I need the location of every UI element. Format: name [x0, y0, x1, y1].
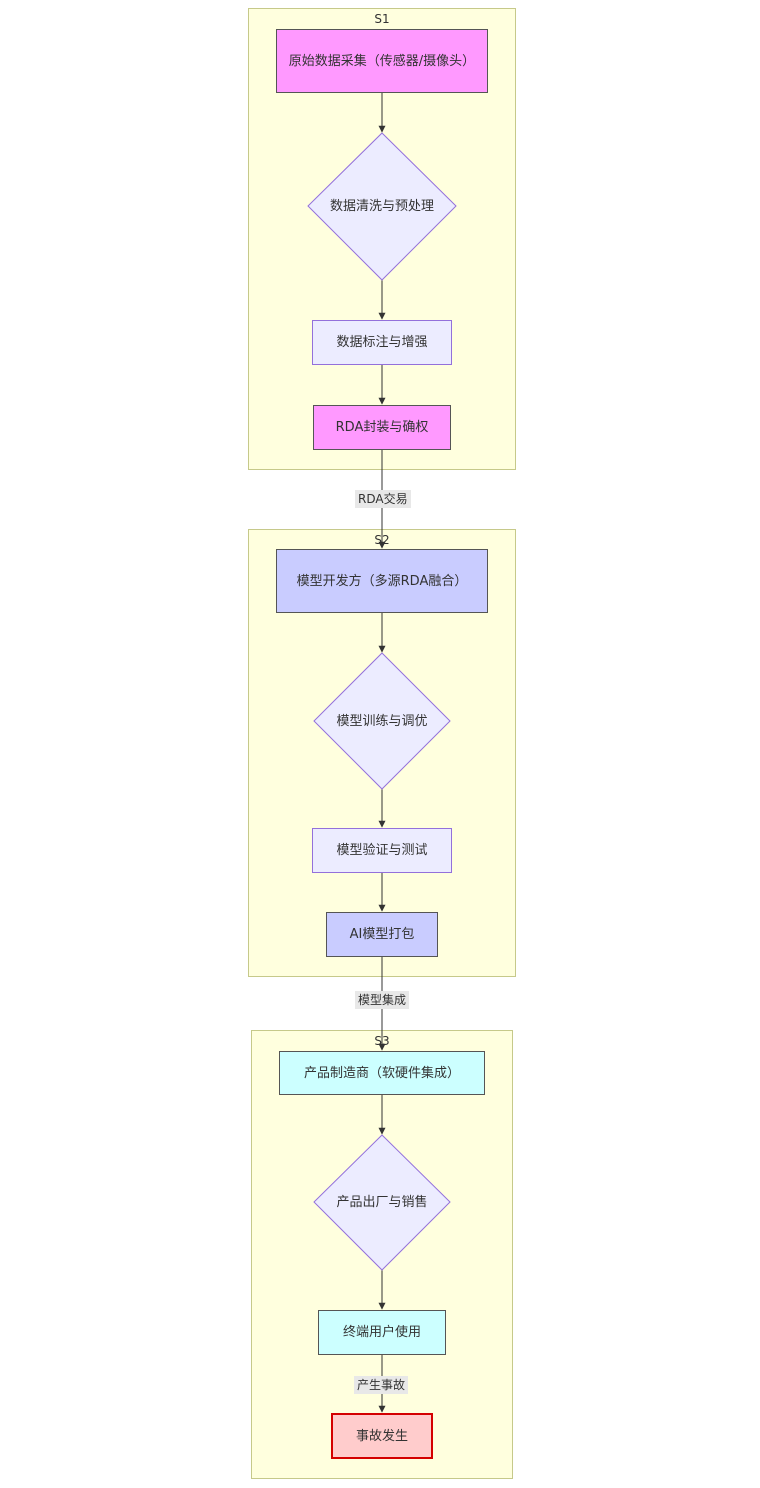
subgraph-s1-title: S1 — [374, 12, 390, 26]
diamond-training-shape — [313, 652, 451, 790]
diamond-cleaning-shape — [307, 132, 457, 281]
edge-label-rda-trade: RDA交易 — [355, 490, 411, 508]
node-model-dev[interactable]: 模型开发方（多源RDA融合） — [276, 549, 488, 613]
node-accident[interactable]: 事故发生 — [331, 1413, 433, 1459]
node-sales[interactable]: 产品出厂与销售 — [336, 1194, 428, 1210]
edge-label-accident-occurs: 产生事故 — [354, 1376, 409, 1394]
diamond-sales-shape — [313, 1134, 451, 1271]
node-raw-data[interactable]: 原始数据采集（传感器/摄像头） — [276, 29, 488, 93]
node-labeling[interactable]: 数据标注与增强 — [312, 320, 452, 365]
node-rda-package[interactable]: RDA封装与确权 — [313, 405, 451, 450]
node-ai-package[interactable]: AI模型打包 — [326, 912, 438, 957]
node-training[interactable]: 模型训练与调优 — [336, 713, 428, 729]
node-manufacturer[interactable]: 产品制造商（软硬件集成） — [279, 1051, 485, 1095]
node-end-user[interactable]: 终端用户使用 — [318, 1310, 446, 1355]
node-validation[interactable]: 模型验证与测试 — [312, 828, 452, 873]
node-cleaning[interactable]: 数据清洗与预处理 — [329, 198, 434, 214]
edge-label-model-integration: 模型集成 — [355, 991, 410, 1009]
